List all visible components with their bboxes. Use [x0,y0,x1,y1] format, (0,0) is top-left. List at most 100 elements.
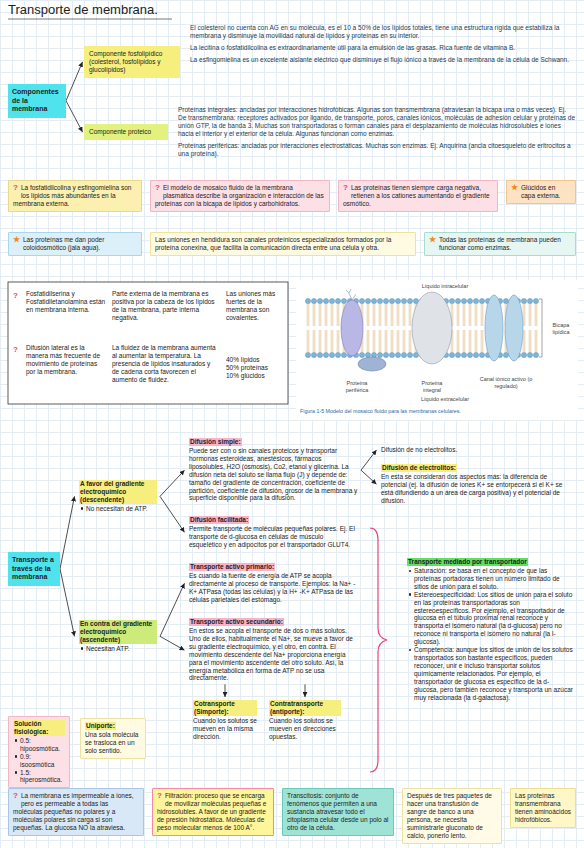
process-box: Difusión de electrolitos:En esta se cons… [378,462,576,507]
note-card: Transcitosis: conjunto de fenómenos que … [282,788,394,836]
category-box: Componente fosfolipídico (colesterol, fo… [84,46,180,78]
heading-text: Solución fisiológica: [13,720,65,736]
channel-half [485,295,503,361]
note-icon: ★ [511,184,518,192]
notes-table [8,282,288,404]
body-text: 0.9: isoosmótica [13,753,65,769]
connector-arrow [160,636,185,650]
heading-text: Difusión facilitada: [189,516,249,524]
glycocalyx [346,289,356,300]
connector-arrow [160,470,185,496]
body-text: Las uniones en hendidura son canales pro… [155,236,411,252]
property-box: Transporte mediado por transportadorSatu… [404,556,576,704]
gradient-box: A favor del gradiente electroquímico (de… [76,478,160,515]
note-card: ★Glúcidos en capa externa. [506,180,576,204]
note-card: ?Filtración: proceso que se encarga de m… [152,788,274,836]
body-text: 0.5: hipoosmótica. [13,737,65,753]
note-card: Las proteínas transmembrana tienen amino… [510,788,576,828]
note-card: Solución fisiológica:0.5: hipoosmótica.0… [8,716,70,788]
connector-arrow [160,583,185,636]
body-text: Competencia: aunque los sitios de unión … [407,646,573,701]
note-icon: ★ [13,236,20,244]
table-cell: Las uniones más fuertes de la membrana s… [226,290,282,322]
note-card: Después de tres paquetes de hacer una tr… [402,788,502,844]
body-text: 1.5: hiperosmótica. [13,769,65,785]
heading-text: En contra del gradiente electroquímico (… [79,620,157,644]
note-icon: ? [155,184,160,192]
heading-text: Difusión de electrolitos: [381,464,457,472]
table-cell: Parte externa de la membrana es positiva… [112,290,218,322]
figure-label: Líquido extracelular [395,396,495,403]
note-text: Proteínas periféricas: ancladas por inte… [178,142,576,158]
category-box: Componente proteico [84,124,168,140]
integral-protein-shape [341,300,363,356]
heading-text: A favor del gradiente electroquímico (de… [79,480,157,504]
channel-half [505,295,523,361]
body-text: La membrana es impermeable a iones, pero… [13,792,139,832]
connector-arrow [60,569,75,637]
body-text: No necesitan de ATP. [79,505,157,513]
note-card: ★Las proteínas me dan poder coloidosmóti… [8,232,142,256]
body-text: Las proteínas transmembrana tienen amino… [515,792,571,824]
body-text: Después de tres paquetes de hacer una tr… [407,792,497,840]
note-card: Uniporte:Una sola molécula se trasloca e… [80,718,146,759]
note-card: Las uniones en hendidura son canales pro… [150,232,416,256]
note-icon: ? [343,184,348,192]
connector-arrow [361,470,377,484]
table-cell: La fluidez de la membrana aumenta al aum… [112,344,218,384]
note-icon: ? [13,792,18,800]
question-icon: ? [13,292,18,300]
body-text: Saturación: se basa en el concepto de qu… [407,567,573,591]
body-text: Glúcidos en capa externa. [511,184,571,200]
body-text: Difusión de no electrolitos. [381,446,525,454]
body-text: Transporte a través de la membrana [12,556,56,582]
heading-text: Uniporte: [85,722,116,730]
body-text: Estereoespecificidad: Los sitios de unió… [407,591,573,646]
process-box: Difusión facilitada:Permite transporte d… [186,514,361,551]
process-box: Transporte activo secundario:En estos se… [186,616,361,684]
figure-label: Canal iónico activo (o regulado) [478,376,534,389]
heading-text: Difusión simple: [189,438,242,446]
note-icon: ? [13,184,18,192]
body-text: Permite transporte de moléculas pequeñas… [189,525,358,549]
gradient-box: En contra del gradiente electroquímico (… [76,618,160,655]
figure-label: Líquido intracelular [395,283,495,290]
note-icon: ? [157,792,162,800]
note-card: ?La membrana es impermeable a iones, per… [8,788,144,836]
figure-caption: Figura 1-5 Modelo del mosaico fluido par… [300,408,576,414]
note-card: ?El modelo de mosaico fluido de la membr… [150,180,330,212]
connector-arrow [60,496,75,568]
body-text: En estos se acopla el transporte de dos … [189,627,358,682]
body-text: Filtración: proceso que se encarga de mo… [157,792,269,832]
note-card: ?Las proteínas tienen siempre carga nega… [338,180,498,212]
connector-arrow [225,684,226,697]
connector-arrow [66,101,83,132]
body-text: El modelo de mosaico fluido de la membra… [155,184,325,208]
connector-arrow [361,450,377,470]
heading-text: Cotransporte (Simporte): [193,700,257,716]
process-box: Difusión de no electrolitos. [378,444,528,456]
figure-label: Proteína periférica [335,380,379,393]
figure-label: Bicapa lipídica [545,322,577,335]
process-box: Transporte activo primario:Es cuando la … [186,561,361,606]
heading-text: Transporte mediado por transportador [407,558,528,566]
body-text: Una sola molécula se trasloca en un solo… [85,731,141,755]
figure-ground [296,280,578,420]
integral-protein-shape [412,292,452,364]
body-text: Cuando los solutos se mueven en direccio… [269,717,341,741]
body-text: Es cuando la fuente de energía de ATP se… [189,572,358,604]
note-text: El colesterol no cuenta con AG en su mol… [190,24,576,40]
body-text: Las proteínas me dan poder coloidosmótic… [13,236,137,252]
note-icon: ★ [429,236,436,244]
process-box: Contratransporte (antiporte):Cuando los … [266,698,344,743]
figure-label: Proteína integral [412,380,452,393]
topic-box: Transporte a través de la membrana [8,552,60,586]
peripheral-protein-shape [358,357,386,371]
heading-text: Transporte activo secundario: [189,618,284,626]
note-text: La lecitina o fosfatidilcolina es extrao… [190,44,576,52]
connector-arrow [160,496,185,532]
body-text: Todas las proteínas de membrana pueden f… [429,236,571,252]
table-cell: Difusión lateral es la manera más frecue… [26,344,106,376]
body-text: Necesitan ATP. [79,645,157,653]
body-text: Componentes de la membrana [12,88,62,114]
